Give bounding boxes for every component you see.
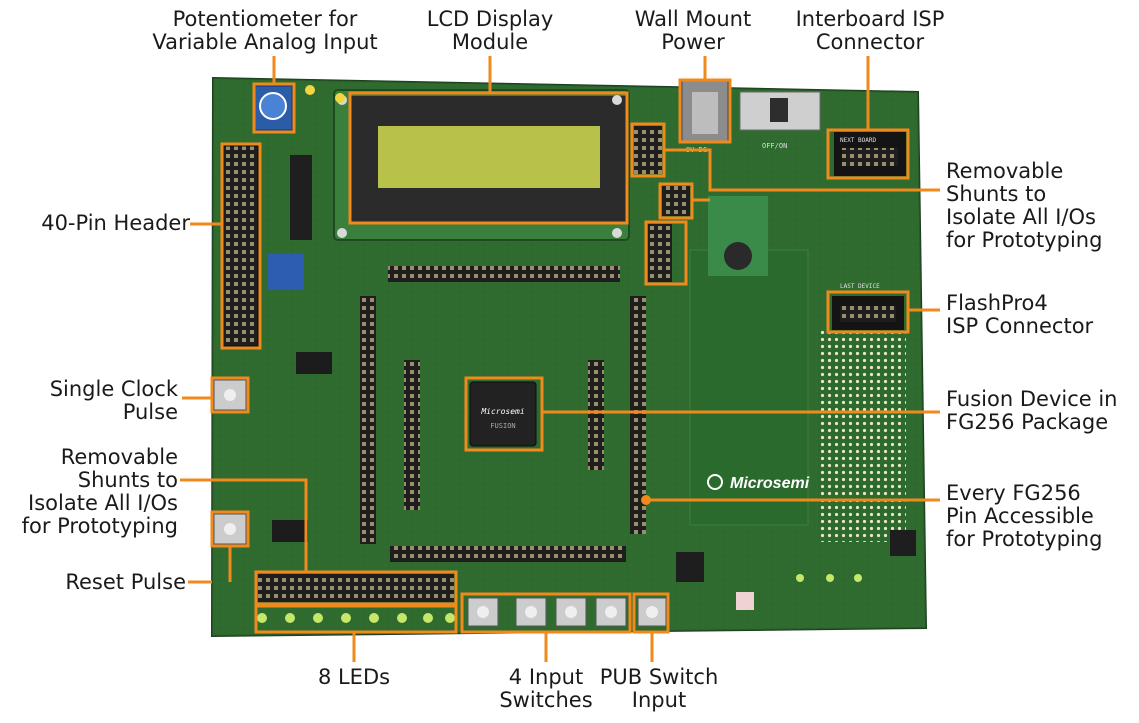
callout-boxes bbox=[180, 56, 940, 662]
label-interboard-isp: Interboard ISP Connector bbox=[778, 8, 962, 54]
label-fusion-line2: FG256 Package bbox=[946, 410, 1109, 434]
potentiometer-component bbox=[253, 85, 345, 131]
left-ics bbox=[268, 155, 332, 542]
label-shunts-right-line2: Shunts to bbox=[946, 182, 1047, 206]
chip-name-text: FUSION bbox=[490, 422, 515, 430]
label-switches-line1: 4 Input bbox=[508, 665, 584, 689]
label-interboard-line2: Connector bbox=[815, 30, 925, 54]
shunt-blocks-top bbox=[634, 126, 690, 282]
label-single-clock-line1: Single Clock bbox=[49, 377, 178, 401]
label-flashpro4-line2: ISP Connector bbox=[946, 314, 1094, 338]
header-strips bbox=[360, 266, 646, 562]
last-device-text: LAST DEVICE bbox=[840, 283, 880, 290]
board-brand-text: Microsemi bbox=[730, 475, 810, 492]
chip-brand-text: Microsemi bbox=[480, 407, 524, 416]
label-wall-mount-line2: Power bbox=[661, 30, 725, 54]
isp-connectors: NEXT BOARD LAST DEVICE bbox=[832, 132, 906, 330]
callout-flashpro-box bbox=[826, 290, 910, 334]
label-flashpro4: FlashPro4 ISP Connector bbox=[946, 292, 1136, 338]
header-40pin-component bbox=[221, 145, 259, 347]
led-row bbox=[257, 574, 455, 623]
label-40pin-header: 40-Pin Header bbox=[10, 212, 190, 235]
label-potentiometer-line1: Potentiometer for bbox=[172, 7, 358, 31]
label-shunts-right-line3: Isolate All I/Os bbox=[946, 205, 1096, 229]
label-reset-line1: Reset Pulse bbox=[65, 570, 186, 594]
label-flashpro4-line1: FlashPro4 bbox=[946, 291, 1048, 315]
misc-parts bbox=[676, 530, 916, 610]
label-40pin-line1: 40-Pin Header bbox=[41, 211, 190, 235]
label-lcd-line1: LCD Display bbox=[426, 7, 554, 31]
switch-buttons bbox=[213, 379, 667, 627]
label-single-clock-line2: Pulse bbox=[122, 400, 178, 424]
label-pub-line1: PUB Switch bbox=[599, 665, 719, 689]
callout-fusion-box bbox=[464, 376, 544, 452]
label-every-pin: Every FG256 Pin Accessible for Prototypi… bbox=[946, 482, 1136, 551]
callout-shunts-bottom-box bbox=[254, 570, 458, 606]
label-shunts-left: Removable Shunts to Isolate All I/Os for… bbox=[2, 446, 178, 538]
board-brand: Microsemi bbox=[707, 474, 810, 492]
label-every-pin-line1: Every FG256 bbox=[946, 481, 1081, 505]
label-shunts-right-line4: for Prototyping bbox=[946, 228, 1103, 252]
inductor bbox=[708, 196, 768, 276]
lcd-module bbox=[333, 89, 630, 241]
label-fusion-device: Fusion Device in FG256 Package bbox=[946, 388, 1136, 434]
label-single-clock: Single Clock Pulse bbox=[10, 378, 178, 424]
label-potentiometer-line2: Variable Analog Input bbox=[152, 30, 378, 54]
label-reset-pulse: Reset Pulse bbox=[10, 571, 186, 594]
label-pub-line2: Input bbox=[631, 688, 687, 712]
next-board-text: NEXT BOARD bbox=[840, 137, 877, 144]
label-leds-line1: 8 LEDs bbox=[317, 665, 391, 689]
label-switches-line2: Switches bbox=[499, 688, 593, 712]
label-wall-mount: Wall Mount Power bbox=[618, 8, 768, 54]
callout-single-clock-box bbox=[210, 376, 250, 414]
label-every-pin-line2: Pin Accessible bbox=[946, 504, 1094, 528]
power-switch: OFF/ON bbox=[739, 91, 821, 150]
label-shunts-left-line1: Removable bbox=[60, 445, 178, 469]
label-every-pin-line3: for Prototyping bbox=[946, 527, 1103, 551]
fusion-chip: Microsemi FUSION bbox=[469, 381, 537, 447]
label-potentiometer: Potentiometer for Variable Analog Input bbox=[140, 8, 390, 54]
label-lcd: LCD Display Module bbox=[410, 8, 570, 54]
label-shunts-left-line3: Isolate All I/Os bbox=[28, 491, 178, 515]
label-fusion-line1: Fusion Device in bbox=[946, 387, 1118, 411]
label-input-switches: 4 Input Switches bbox=[466, 666, 626, 712]
label-8-leds: 8 LEDs bbox=[294, 666, 414, 689]
offon-label: OFF/ON bbox=[762, 142, 787, 150]
callout-header-box bbox=[220, 142, 262, 350]
callout-leds-box bbox=[254, 604, 458, 634]
label-shunts-right-line1: Removable bbox=[946, 159, 1064, 183]
label-wall-mount-line1: Wall Mount bbox=[634, 7, 752, 31]
label-shunts-right: Removable Shunts to Isolate All I/Os for… bbox=[946, 160, 1136, 252]
callout-shunt-top-3 bbox=[644, 220, 688, 286]
every-pin-dot bbox=[641, 495, 651, 505]
label-pub-switch: PUB Switch Input bbox=[584, 666, 734, 712]
label-lcd-line2: Module bbox=[451, 30, 529, 54]
label-shunts-left-line2: Shunts to bbox=[77, 468, 178, 492]
label-shunts-left-line4: for Prototyping bbox=[21, 514, 178, 538]
label-interboard-line1: Interboard ISP bbox=[795, 7, 945, 31]
